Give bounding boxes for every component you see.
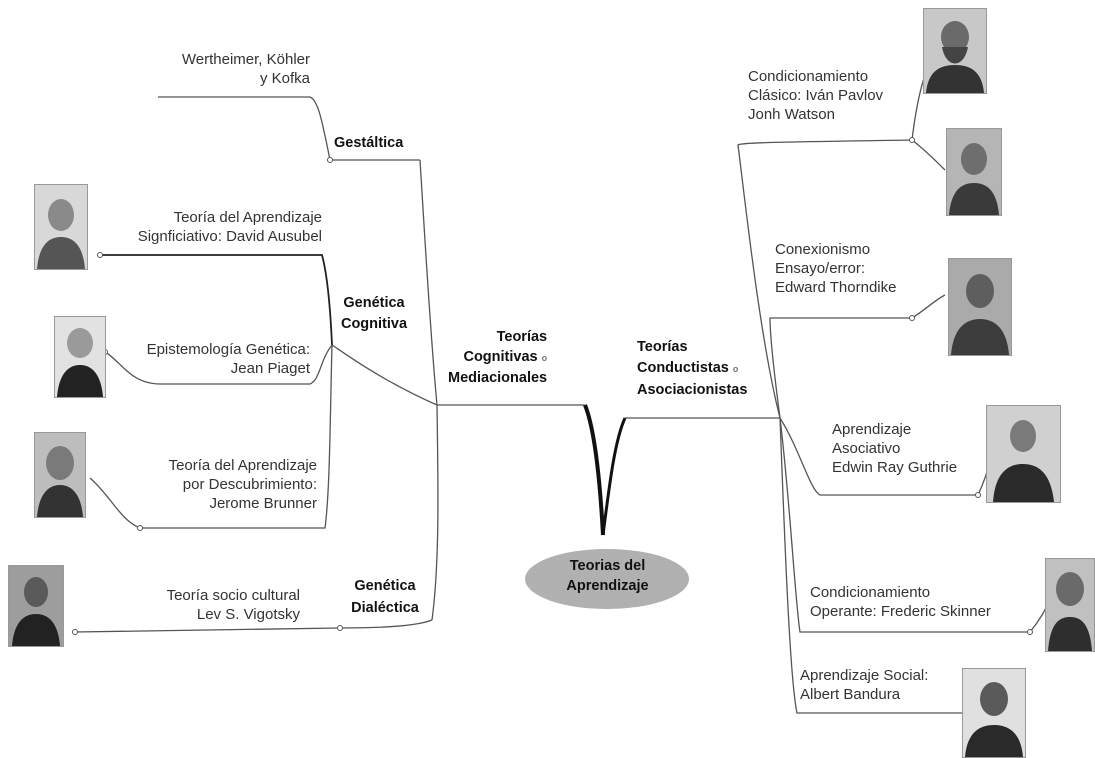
genetica-dialectica-line-1: Genética: [354, 578, 416, 594]
bandura-line-1: Aprendizaje Social:: [800, 667, 929, 684]
root-line-1: Teorias del: [569, 558, 646, 574]
thorndike-item: Conexionismo Ensayo/error: Edward Thornd…: [775, 240, 896, 297]
skinner-item: Condicionamiento Operante: Frederic Skin…: [810, 583, 991, 621]
pavlov-line-1: Condicionamiento: [748, 68, 869, 85]
branch-conductistas-line-2: Conductistas: [637, 360, 729, 376]
root-node-label: Teorias del Aprendizaje: [540, 556, 675, 596]
genetica-dialectica-label: Genética Dialéctica: [345, 575, 425, 619]
bandura-line-2: Albert Bandura: [800, 686, 901, 703]
skinner-portrait: [1045, 558, 1095, 652]
branch-conductistas-line-3: Asociacionistas: [637, 382, 748, 398]
brunner-line-3: Jerome Brunner: [209, 495, 317, 512]
piaget-item: Epistemología Genética: Jean Piaget: [120, 340, 310, 378]
gestaltica-item-line-2: y Kofka: [259, 70, 310, 87]
gestaltica-item: Wertheimer, Köhler y Kofka: [160, 50, 310, 88]
ausubel-item: Teoría del Aprendizaje Signficiativo: Da…: [110, 208, 322, 246]
vigotsky-line-1: Teoría socio cultural: [166, 587, 300, 604]
piaget-line-2: Jean Piaget: [230, 360, 310, 377]
guthrie-line-3: Edwin Ray Guthrie: [832, 459, 958, 476]
branch-cognitivas-line-3: Mediacionales: [448, 370, 548, 386]
root-line-2: Aprendizaje: [566, 578, 649, 594]
ausubel-portrait: [34, 184, 88, 270]
watson-portrait: [946, 128, 1002, 216]
brunner-item: Teoría del Aprendizaje por Descubrimient…: [135, 456, 317, 513]
branch-marker: o: [541, 353, 548, 363]
pavlov-line-3: Jonh Watson: [748, 106, 835, 123]
branch-cognitivas-line-1: Teorías: [496, 329, 548, 345]
vigotsky-portrait: [8, 565, 64, 647]
branch-conductistas-line-1: Teorías: [637, 339, 688, 355]
gestaltica-label: Gestáltica: [334, 135, 404, 151]
genetica-cognitiva-line-1: Genética: [343, 295, 405, 311]
brunner-line-2: por Descubrimiento:: [182, 476, 317, 493]
vigotsky-line-2: Lev S. Vigotsky: [196, 606, 300, 623]
thorndike-portrait: [948, 258, 1012, 356]
thorndike-line-1: Conexionismo: [775, 241, 871, 258]
skinner-line-2: Operante: Frederic Skinner: [810, 603, 991, 620]
branch-marker: o: [732, 364, 739, 374]
root-node-background: [525, 549, 689, 609]
skinner-line-1: Condicionamiento: [810, 584, 931, 601]
genetica-cognitiva-line-2: Cognitiva: [340, 316, 408, 332]
guthrie-portrait: [986, 405, 1061, 503]
genetica-cognitiva-label: Genética Cognitiva: [338, 293, 410, 335]
brunner-portrait: [34, 432, 86, 518]
guthrie-line-2: Asociativo: [832, 440, 901, 457]
branch-cognitivas-line-2: Cognitivas: [463, 349, 538, 365]
ausubel-line-1: Teoría del Aprendizaje: [173, 209, 322, 226]
piaget-line-1: Epistemología Genética:: [146, 341, 310, 358]
pavlov-line-2: Clásico: Iván Pavlov: [748, 87, 884, 104]
pavlov-watson-item: Condicionamiento Clásico: Iván Pavlov Jo…: [748, 67, 883, 124]
bandura-item: Aprendizaje Social: Albert Bandura: [800, 666, 928, 704]
ausubel-line-2: Signficiativo: David Ausubel: [137, 228, 322, 245]
thorndike-line-3: Edward Thorndike: [775, 279, 897, 296]
bandura-portrait: [962, 668, 1026, 758]
gestaltica-item-line-1: Wertheimer, Köhler: [181, 51, 310, 68]
piaget-portrait: [54, 316, 106, 398]
genetica-dialectica-line-2: Dialéctica: [351, 600, 419, 616]
branch-conductistas-label: Teorías Conductistas o Asociacionistas: [637, 337, 747, 401]
guthrie-item: Aprendizaje Asociativo Edwin Ray Guthrie: [832, 420, 957, 477]
guthrie-line-1: Aprendizaje: [832, 421, 912, 438]
thorndike-line-2: Ensayo/error:: [775, 260, 866, 277]
branch-cognitivas-label: Teorías Cognitivas o Mediacionales: [448, 327, 547, 388]
brunner-line-1: Teoría del Aprendizaje: [168, 457, 317, 474]
vigotsky-item: Teoría socio cultural Lev S. Vigotsky: [140, 586, 300, 624]
pavlov-portrait: [923, 8, 987, 94]
